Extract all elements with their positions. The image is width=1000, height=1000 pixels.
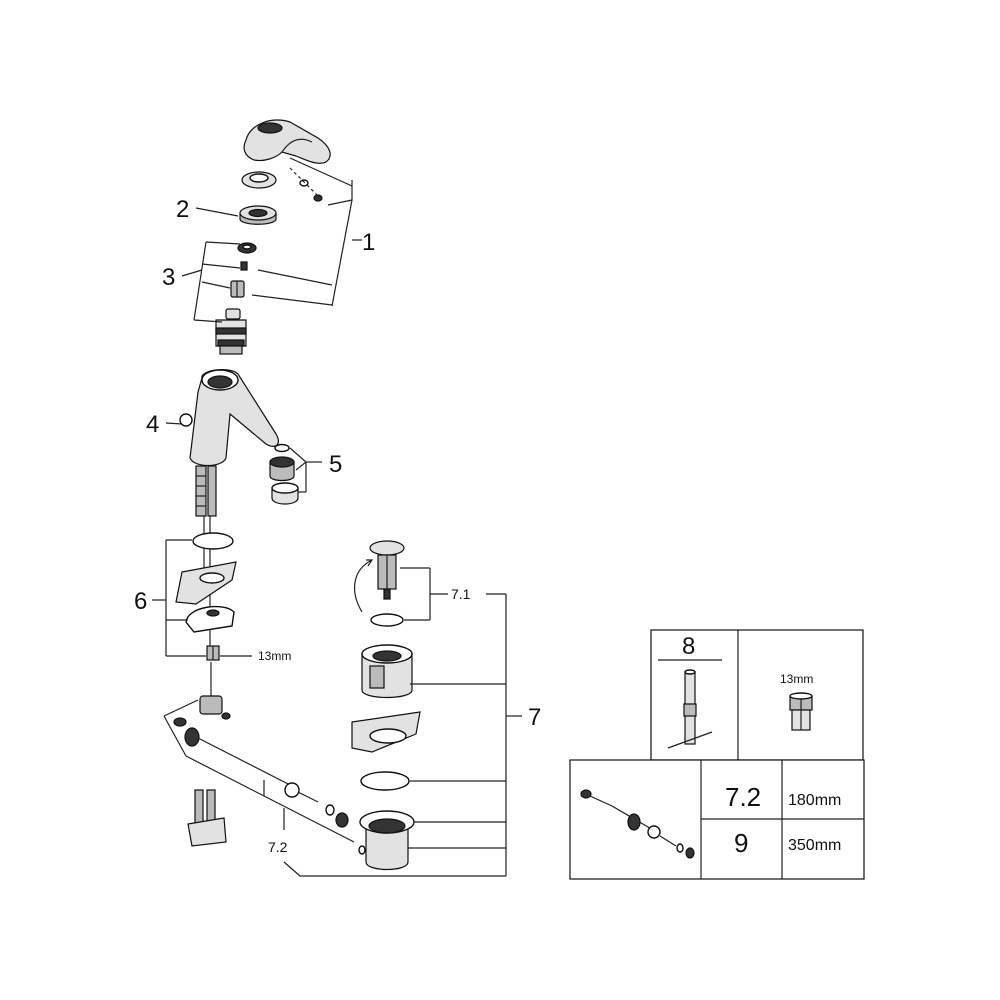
hose-connector-icon: [187, 789, 227, 847]
tool-key-icon: [667, 669, 713, 749]
mounting-plate-icon: [185, 605, 235, 633]
pop-up-rod-icon: [580, 789, 695, 859]
callout-7: 7: [528, 704, 541, 731]
fixing-nut-icon: [206, 645, 220, 661]
o-ring-icon: [192, 532, 234, 550]
cap-ring-icon: [241, 171, 277, 189]
callout-5: 5: [329, 451, 342, 478]
gasket-plate-icon: [175, 561, 237, 605]
callout-7-2: 7.2: [268, 839, 288, 855]
spout-body-icon: [179, 369, 279, 467]
lever-handle-icon: [243, 119, 331, 164]
plug-seal-icon: [370, 613, 404, 627]
inset-rod-table: 7.2 180mm 9 350mm: [569, 759, 865, 880]
callout-7-1: 7.1: [451, 586, 471, 602]
table-length-1: 180mm: [788, 792, 841, 809]
table-length-2: 350mm: [788, 837, 841, 854]
connector-nut-icon: [789, 692, 813, 731]
adapter-icon: [230, 280, 245, 298]
screw-icon: [240, 261, 248, 271]
waste-body-icon: [361, 644, 413, 699]
callout-6: 6: [134, 588, 147, 615]
pop-up-plug-icon: [354, 540, 405, 613]
cartridge-icon: [215, 308, 247, 355]
linkage-clamp-icon: [173, 695, 231, 727]
pop-up-rod-icon: [184, 727, 349, 828]
dim-13mm: 13mm: [258, 649, 291, 663]
washer-icon: [237, 242, 257, 254]
bonnet-nut-icon: [239, 205, 277, 225]
waste-flange-icon: [358, 810, 415, 871]
aerator-icon: [269, 443, 299, 505]
inset-number-8: 8: [682, 633, 695, 660]
table-ref-1: 7.2: [725, 782, 761, 812]
table-ref-2: 9: [734, 828, 748, 858]
callout-4: 4: [146, 411, 159, 438]
callout-2: 2: [176, 196, 189, 223]
leader-lines: [152, 157, 522, 877]
inset-13mm: 13mm: [780, 672, 813, 686]
waste-ring-icon: [360, 771, 410, 791]
callout-1: 1: [362, 229, 375, 256]
callout-3: 3: [162, 264, 175, 291]
waste-gasket-icon: [351, 711, 421, 753]
inset-tool-box: 8 13mm: [650, 629, 864, 761]
set-screw-icon: [289, 167, 323, 202]
